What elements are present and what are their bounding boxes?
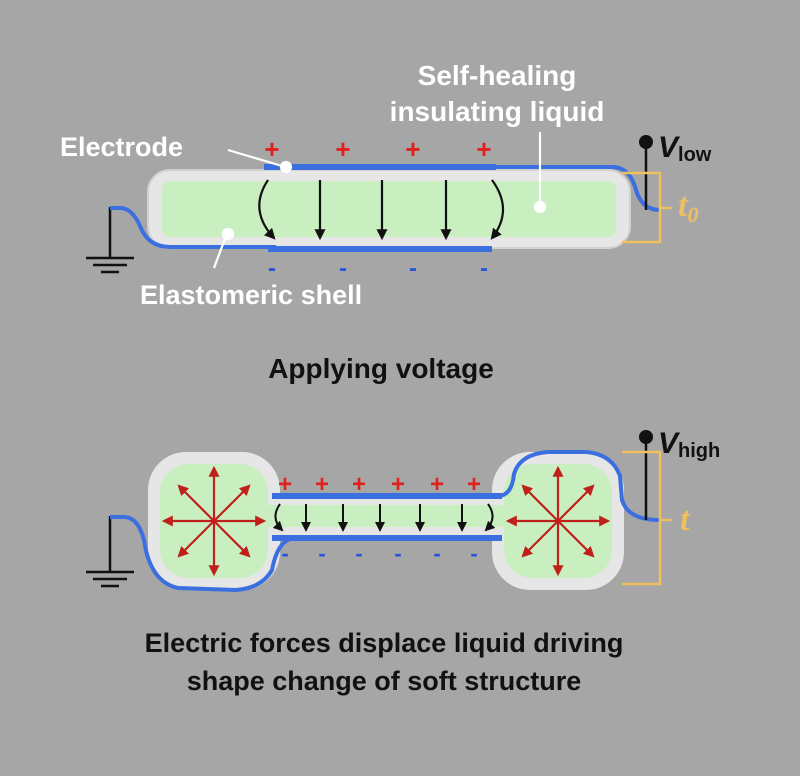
applying-voltage-heading: Applying voltage bbox=[268, 353, 494, 384]
plus-sign: + bbox=[476, 134, 491, 164]
force-arrows-left bbox=[161, 465, 267, 577]
t0-label: t0 bbox=[678, 187, 698, 227]
voltage-terminal-low bbox=[639, 135, 653, 149]
ground-lead bbox=[110, 206, 276, 249]
t-label: t bbox=[680, 501, 691, 538]
minus-sign: - bbox=[318, 541, 325, 566]
ground-icon bbox=[86, 516, 134, 588]
state-high-voltage: + + + + + + - - - - - - Vhigh t bbox=[86, 427, 720, 593]
plus-sign: + bbox=[278, 471, 292, 498]
plus-sign: + bbox=[315, 471, 329, 498]
voltage-lead bbox=[496, 165, 661, 212]
liquid-label-line1: Self-healing bbox=[418, 60, 577, 91]
minus-sign: - bbox=[281, 541, 288, 566]
caption-line2: shape change of soft structure bbox=[187, 666, 582, 696]
minus-sign: - bbox=[394, 541, 401, 566]
v-low-label: Vlow bbox=[658, 131, 712, 166]
ground-icon bbox=[86, 207, 134, 274]
plus-sign: + bbox=[467, 471, 481, 498]
plus-sign: + bbox=[335, 134, 350, 164]
liquid-bridge bbox=[262, 505, 510, 527]
positive-charges-high: + + + + + + bbox=[278, 471, 481, 498]
minus-sign: - bbox=[355, 541, 362, 566]
voltage-terminal-high bbox=[639, 430, 653, 444]
ground-lead-high bbox=[110, 515, 482, 593]
electrode-label: Electrode bbox=[60, 132, 183, 162]
minus-sign: - bbox=[433, 541, 440, 566]
plus-sign: + bbox=[391, 471, 405, 498]
force-arrows-right bbox=[505, 465, 611, 577]
v-high-label: Vhigh bbox=[658, 427, 720, 462]
callouts-low bbox=[212, 132, 547, 269]
minus-sign: - bbox=[480, 255, 488, 282]
field-arrows-low bbox=[258, 179, 504, 241]
minus-sign: - bbox=[409, 255, 417, 282]
caption-line1: Electric forces displace liquid driving bbox=[145, 628, 624, 658]
voltage-lead-high bbox=[272, 450, 661, 522]
negative-charges-high: - - - - - - bbox=[281, 541, 477, 566]
thickness-bracket-high bbox=[622, 450, 672, 586]
plus-sign: + bbox=[352, 471, 366, 498]
state-low-voltage: + + + + - - - - Electrode Self-healing i… bbox=[60, 60, 712, 310]
shell-label: Elastomeric shell bbox=[140, 280, 362, 310]
field-arrows-high bbox=[272, 503, 496, 532]
minus-sign: - bbox=[470, 541, 477, 566]
plus-sign: + bbox=[430, 471, 444, 498]
positive-charges-low: + + + + bbox=[264, 134, 491, 164]
minus-sign: - bbox=[339, 255, 347, 282]
minus-sign: - bbox=[268, 255, 276, 282]
liquid-label-line2: insulating liquid bbox=[390, 96, 605, 127]
insulating-liquid bbox=[162, 181, 616, 237]
plus-sign: + bbox=[405, 134, 420, 164]
thickness-bracket-low bbox=[622, 171, 672, 244]
negative-charges-low: - - - - bbox=[268, 255, 488, 282]
plus-sign: + bbox=[264, 134, 279, 164]
